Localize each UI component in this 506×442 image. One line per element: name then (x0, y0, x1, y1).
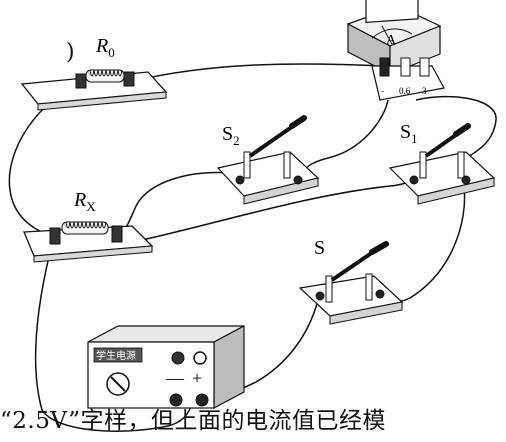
supply-indicator-lamp (171, 351, 185, 365)
s-post-right (365, 273, 373, 301)
rx-coil-loops (65, 221, 107, 229)
s-label: S (314, 237, 325, 259)
wire-rx-to-supply-minus (35, 243, 193, 432)
wire-ammeter-right-to-s1 (415, 95, 497, 159)
s1-board-front (417, 177, 495, 205)
s2-blade (248, 122, 298, 158)
supply-minus-label: — (165, 368, 185, 388)
s1-terminal-right (461, 175, 471, 185)
ammeter-dial-label: A (386, 33, 397, 48)
ammeter: A - 0.6 3 (346, 0, 445, 101)
ammeter-terminal-06-label: 0.6 (399, 86, 411, 96)
question-text-fragment: “2.5V”字样，但上面的电流值已经模 (0, 408, 387, 434)
s1-post-left (419, 151, 427, 179)
rx-post-left (49, 227, 61, 245)
s1-label: S1 (400, 121, 418, 146)
s1-handle (453, 123, 471, 137)
ammeter-scale-arc (371, 28, 413, 39)
rx-post-right (111, 225, 123, 243)
s-terminal-right (375, 289, 385, 299)
s1-terminal-left (409, 175, 419, 185)
s2-board-front (243, 177, 319, 205)
s2-terminal-left (235, 175, 245, 185)
ammeter-needle (381, 25, 393, 45)
s-post-left (325, 275, 333, 303)
r0-coil-loops (89, 69, 123, 77)
supply-plus-label: + (192, 368, 202, 388)
supply-title-plate (93, 347, 143, 363)
switch-s: S (298, 237, 404, 325)
r0-label: R0 (95, 35, 115, 60)
s-blade (330, 248, 378, 282)
s2-label: S2 (222, 123, 240, 148)
supply-knob-indicator (110, 376, 126, 392)
s-board-front (329, 301, 403, 325)
ammeter-terminal-minus (379, 57, 390, 77)
rx-label: RX (73, 189, 96, 214)
s1-post-right (457, 151, 465, 179)
s2-terminal-right (293, 175, 303, 185)
s-terminal-left (315, 291, 325, 301)
s2-handle (289, 115, 307, 129)
wire-ammeter-to-s2 (297, 99, 389, 181)
switch-s2: S2 (216, 115, 320, 205)
s2-post-right (283, 151, 291, 179)
r0-post-left (75, 73, 87, 89)
wire-s2-to-rx-right (117, 171, 243, 239)
supply-power-button (193, 351, 207, 365)
supply-terminal-plus (195, 393, 209, 407)
r0-post-right (123, 71, 135, 87)
s-handle (369, 241, 389, 255)
question-paren-fragment: ) (66, 40, 75, 65)
rx-coil-core (61, 221, 109, 235)
switch-s1: S1 (388, 121, 496, 205)
ammeter-dial-face (365, 0, 419, 24)
power-supply: 学生电源 — + (87, 325, 245, 409)
resistor-rx: RX (23, 189, 154, 263)
rx-board-front (33, 245, 153, 263)
ammeter-terminal-3 (419, 57, 430, 77)
r0-board-front (37, 91, 167, 111)
ammeter-terminal-06 (400, 57, 411, 77)
ammeter-terminal-3-label: 3 (422, 86, 427, 96)
s2-post-left (243, 151, 251, 179)
supply-title: 学生电源 (96, 349, 136, 362)
wire-r0-right-to-ammeter (129, 63, 385, 83)
ammeter-terminal-minus-label: - (381, 86, 384, 96)
resistor-r0: R0 (20, 35, 168, 111)
supply-terminal-minus (169, 393, 183, 407)
